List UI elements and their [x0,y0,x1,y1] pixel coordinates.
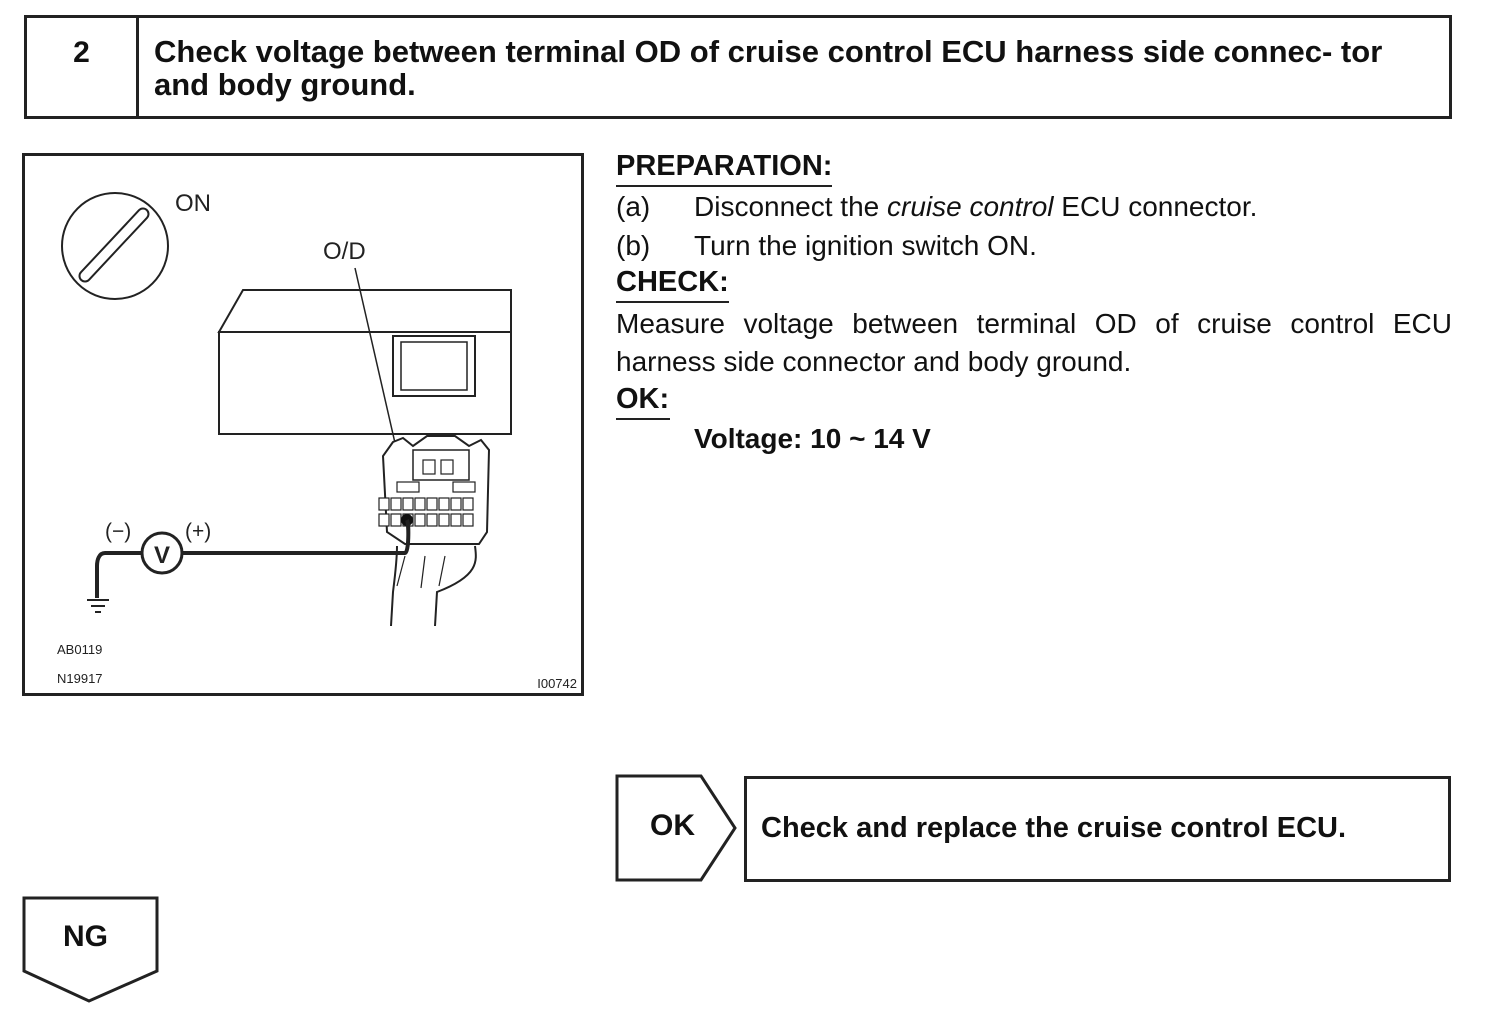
prep-step-b-text: Turn the ignition switch ON. [694,230,1037,261]
prep-step-a-text: Disconnect the cruise control ECU connec… [694,191,1258,222]
ok-action-box: Check and replace the cruise control ECU… [744,776,1451,882]
figure-id: I00742 [537,676,577,691]
ok-tag-label: OK [650,809,695,842]
reference-code-2: N19917 [57,671,103,686]
check-heading: CHECK: [616,266,729,303]
positive-probe-label: (+) [185,520,211,543]
harness-connector-icon [378,435,491,627]
ground-icon [87,599,109,613]
reference-code-1: AB0119 [57,642,102,657]
ok-heading: OK: [616,383,670,420]
step-header: 2 Check voltage between terminal OD of c… [24,15,1452,119]
ignition-on-label: ON [175,190,211,217]
wiring-illustration: ON O/D [22,153,584,696]
meter-symbol: V [154,542,170,569]
negative-probe-label: (−) [105,520,131,543]
illustration-drawing: ON O/D [57,190,577,691]
preparation-heading: PREPARATION: [616,150,833,187]
voltage-spec: Voltage: 10 ~ 14 V [694,423,931,454]
prep-step-a-label: (a) [616,191,651,222]
voltmeter-icon: V [140,531,184,575]
check-text: Measure voltage between terminal OD of c… [616,308,1452,377]
ng-tag-label: NG [63,920,108,953]
ok-arrow-tag [615,774,737,882]
od-terminal-label: O/D [323,238,366,265]
ignition-switch-icon [61,192,169,300]
prep-step-b-label: (b) [616,230,651,261]
step-number: 2 [27,18,139,116]
ng-arrow-tag [22,896,159,1003]
ecu-unit-icon [217,289,512,435]
ok-action-text: Check and replace the cruise control ECU… [761,812,1347,844]
step-title: Check voltage between terminal OD of cru… [154,34,1383,102]
